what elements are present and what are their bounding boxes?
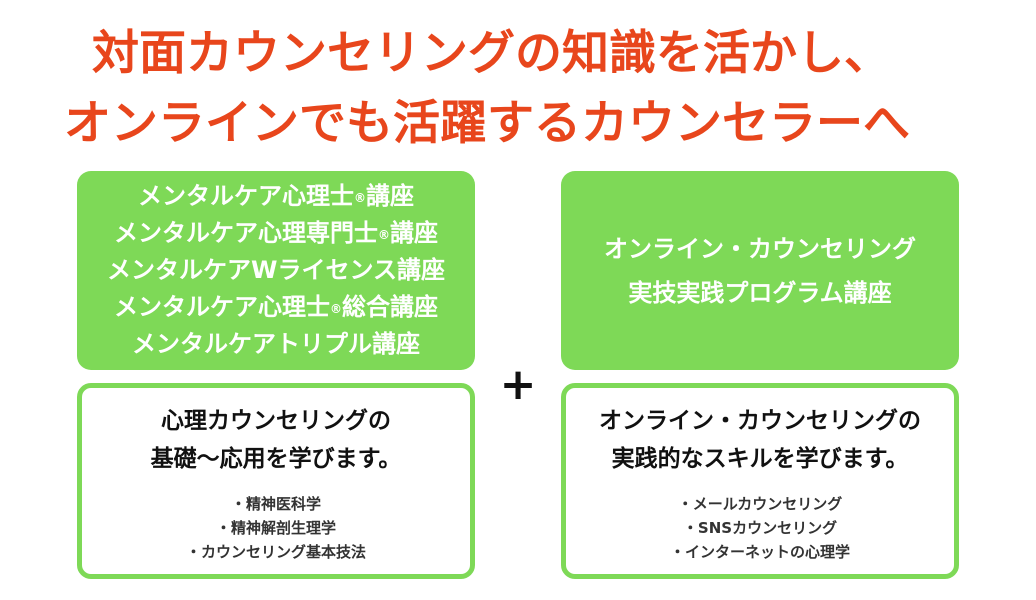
plus-icon: +	[499, 359, 537, 410]
list-item: ・精神解剖生理学	[215, 519, 336, 537]
description-heading: 心理カウンセリングの 基礎～応用を学びます。	[150, 408, 402, 472]
course-list-box: メンタルケア心理士®講座 メンタルケア心理専門士®講座 メンタルケアWライセンス…	[77, 171, 475, 370]
description-heading: オンライン・カウンセリングの 実践的なスキルを学びます。	[599, 408, 921, 472]
online-program-box: オンライン・カウンセリング 実技実践プログラム講座	[561, 171, 959, 370]
registered-mark: ®	[330, 302, 342, 316]
list-item: ・インターネットの心理学	[669, 543, 850, 561]
registered-mark: ®	[354, 191, 366, 205]
list-item: ・精神医科学	[230, 495, 321, 513]
list-item: ・メールカウンセリング	[677, 495, 843, 513]
registered-mark: ®	[378, 228, 390, 242]
psychology-description-box: 心理カウンセリングの 基礎～応用を学びます。 ・精神医科学 ・精神解剖生理学 ・…	[77, 383, 475, 579]
headline-line-2: オンラインでも活躍するカウンセラーへ	[64, 96, 910, 151]
course-item: メンタルケアトリプル講座	[132, 330, 420, 358]
list-item: ・カウンセリング基本技法	[185, 543, 366, 561]
online-description-box: オンライン・カウンセリングの 実践的なスキルを学びます。 ・メールカウンセリング…	[561, 383, 959, 579]
topic-list: ・精神医科学 ・精神解剖生理学 ・カウンセリング基本技法	[82, 492, 470, 564]
course-item: メンタルケア心理士®総合講座	[114, 293, 438, 321]
topic-list: ・メールカウンセリング ・SNSカウンセリング ・インターネットの心理学	[566, 492, 954, 564]
course-item: メンタルケア心理専門士®講座	[114, 219, 438, 247]
course-item: メンタルケアWライセンス講座	[107, 256, 445, 284]
course-item: メンタルケア心理士®講座	[138, 182, 414, 210]
headline-line-1: 対面カウンセリングの知識を活かし、	[92, 26, 891, 81]
list-item: ・SNSカウンセリング	[682, 519, 838, 537]
program-title-line-2: 実技実践プログラム講座	[628, 278, 892, 307]
program-title-line-1: オンライン・カウンセリング	[604, 234, 916, 263]
